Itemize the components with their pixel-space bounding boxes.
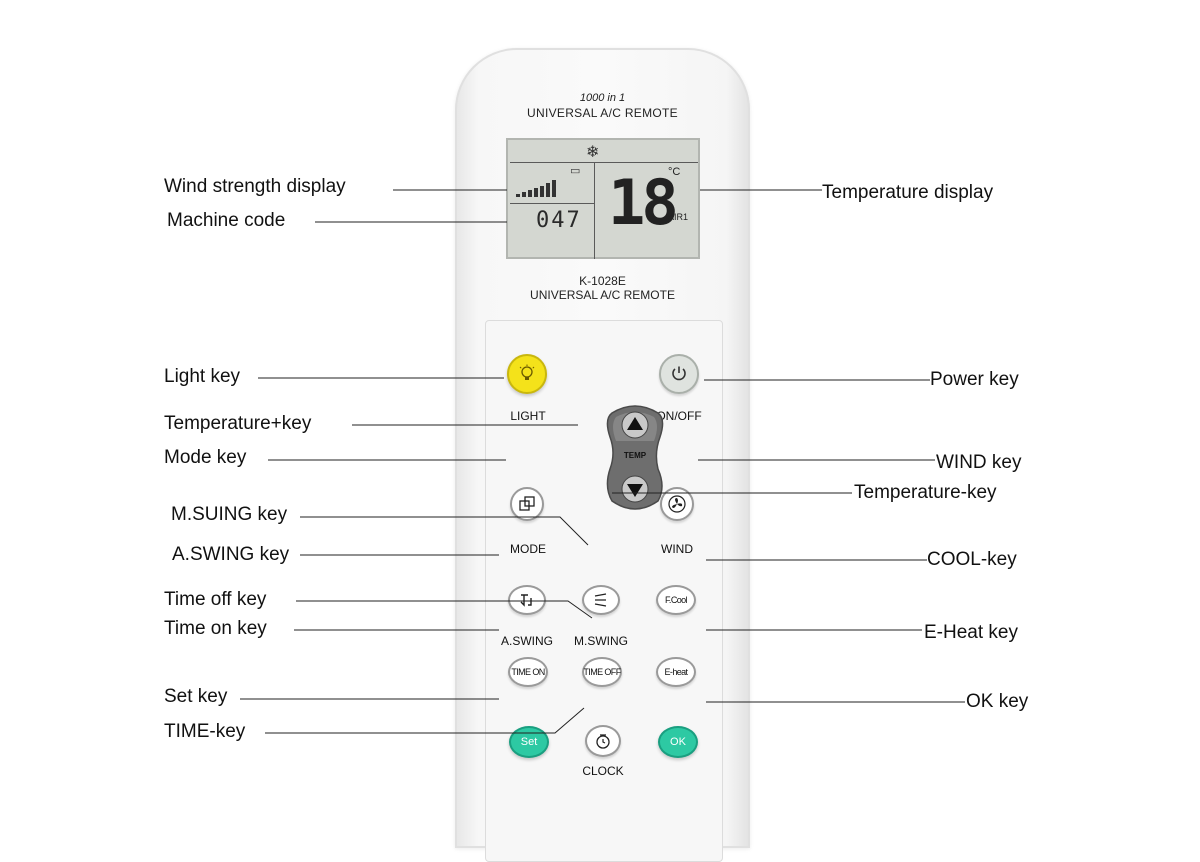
power-button[interactable] [659,354,699,394]
callout-power-key: Power key [930,369,1019,390]
temp-up-button[interactable] [621,411,649,444]
callout-cool-key: COOL-key [927,549,1017,570]
wind-caption: WIND [661,542,693,556]
auto-swing-icon [520,594,532,607]
brand-subtitle: 1000 in 1 [579,92,626,104]
set-button[interactable]: Set [509,726,549,758]
leader-lines [240,189,965,734]
clock-button[interactable] [585,725,621,757]
time-on-button[interactable]: TIME ON [508,657,548,687]
callout-time-key: TIME-key [164,721,246,742]
callout-time-on-key: Time on key [164,618,267,639]
callout-m-suing-key: M.SUING key [171,504,288,525]
power-caption: ON/OFF [656,409,702,423]
ac-remote: 1000 in 1 UNIVERSAL A/C REMOTE ❄ ▭ 047 1… [455,48,750,862]
power-icon [672,366,686,381]
callout-ok-key: OK key [966,691,1029,712]
ok-label: OK [670,736,686,748]
manual-swing-icon [594,593,607,607]
a-swing-button[interactable] [508,585,546,615]
callout-machine-code: Machine code [167,210,286,231]
temp-label: TEMP [623,451,647,460]
callout-mode-key: Mode key [164,447,247,468]
light-caption: LIGHT [510,409,546,423]
fan-icon [668,495,686,513]
snowflake-icon: ❄ [586,144,600,161]
lightbulb-icon [519,364,535,380]
time-on-label: TIME ON [511,667,545,677]
brand-title: UNIVERSAL A/C REMOTE [527,106,678,120]
callout-time-off-key: Time off key [164,589,267,610]
lcd-display: ❄ ▭ 047 18 °C AIR1 [506,138,700,259]
f-cool-button[interactable]: F.Cool [656,585,696,615]
callout-e-heat-key: E-Heat key [924,622,1018,643]
callout-temperature-display: Temperature display [822,182,994,203]
callout-set-key: Set key [164,686,228,707]
set-label: Set [520,736,538,748]
temp-down-button[interactable] [621,475,649,508]
callout-a-swing-key: A.SWING key [172,544,290,565]
time-off-button[interactable]: TIME OFF [582,657,622,687]
clock-caption: CLOCK [582,764,624,778]
light-button[interactable] [507,354,547,394]
mode-icon [519,496,535,511]
product-infographic: 1000 in 1 UNIVERSAL A/C REMOTE ❄ ▭ 047 1… [164,48,1029,862]
temperature-rocker: TEMP [604,403,666,513]
m-swing-button[interactable] [582,585,620,615]
callout-light-key: Light key [164,366,241,387]
f-cool-label: F.Cool [665,595,688,605]
callout-temperature-minus-key: Temperature-key [854,482,997,503]
celsius-unit: °C [668,166,681,178]
air-label: AIR1 [668,212,689,222]
triangle-up-icon [621,411,649,439]
mode-caption: MODE [510,542,546,556]
fan-mini-icon: ▭ [570,165,581,177]
machine-code-readout: 047 [536,208,582,233]
callout-wind-strength-display: Wind strength display [164,176,346,197]
ok-button[interactable]: OK [658,726,698,758]
model-number: K-1028E [579,274,626,288]
wind-strength-bars [516,180,556,197]
mode-button[interactable] [510,487,544,521]
keypad-panel: LIGHT ON/OFF [485,320,723,862]
clock-icon [596,734,610,749]
temperature-readout: 18 [608,166,679,239]
brand-title-bottom: UNIVERSAL A/C REMOTE [530,288,675,302]
triangle-down-icon [621,475,649,503]
callout-wind-key: WIND key [936,452,1022,473]
m-swing-caption: M.SWING [574,634,628,648]
callout-temperature-plus-key: Temperature+key [164,413,312,434]
time-off-label: TIME OFF [583,667,621,677]
e-heat-label: E-heat [664,667,689,677]
e-heat-button[interactable]: E-heat [656,657,696,687]
a-swing-caption: A.SWING [500,634,553,648]
